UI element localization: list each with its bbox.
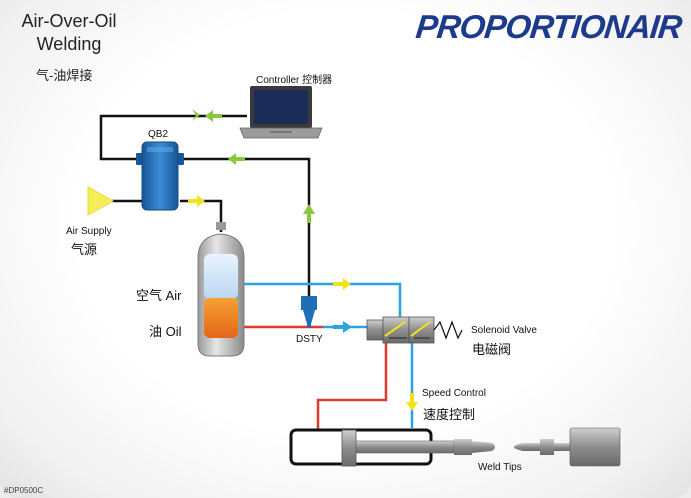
weld-tips-icon: [454, 427, 621, 467]
arrow-icon: [343, 278, 351, 290]
air-supply-icon: [87, 186, 115, 216]
solenoid-valve-label: Solenoid Valve: [471, 325, 537, 336]
arrow-icon: [228, 153, 236, 165]
laptop-icon: [239, 86, 323, 139]
tank-icon: [197, 222, 245, 357]
diagram-title-cn: 气-油焊接: [36, 68, 93, 83]
valve-to-cylinder-line: [316, 340, 388, 430]
qb2-output-line: [180, 199, 223, 232]
arrow-icon: [303, 204, 315, 214]
solenoid-valve-label-cn: 电磁阀: [472, 342, 512, 357]
air-supply-label: Air Supply: [66, 226, 112, 237]
air-supply-label-cn: 气源: [71, 242, 98, 257]
valve-icon: [366, 316, 463, 344]
qb2-label: QB2: [148, 129, 169, 140]
spring-icon: [433, 320, 463, 340]
green-arrows: [192, 109, 315, 223]
dsty-sensor-icon: [301, 296, 317, 328]
arrow-icon: [406, 402, 418, 411]
blue-arrow: [333, 321, 352, 333]
arrow-icon: [197, 195, 205, 207]
yellow-arrows: [188, 195, 418, 411]
dsty-label: DSTY: [296, 334, 323, 345]
weld-tips-label: Weld Tips: [478, 462, 522, 473]
controller-to-qb2-line: [99, 114, 247, 161]
diagram-title: Air-Over-Oil Welding: [21, 11, 117, 54]
arrow-icon: [205, 110, 213, 122]
dsty-feedback-line: [180, 157, 311, 298]
arrow-icon: [192, 109, 200, 121]
speed-control-label: Speed Control: [422, 388, 486, 399]
regulator-icon: [136, 141, 184, 211]
speed-control-label-cn: 速度控制: [423, 407, 476, 422]
arrow-icon: [343, 321, 352, 333]
cylinder-icon: [289, 428, 455, 467]
document-code: #DP0500C: [4, 486, 44, 495]
air-label: 空气 Air: [136, 288, 182, 303]
oil-label: 油 Oil: [149, 324, 182, 339]
controller-label: Controller 控制器: [256, 75, 333, 86]
tank-air-line: [241, 282, 402, 320]
